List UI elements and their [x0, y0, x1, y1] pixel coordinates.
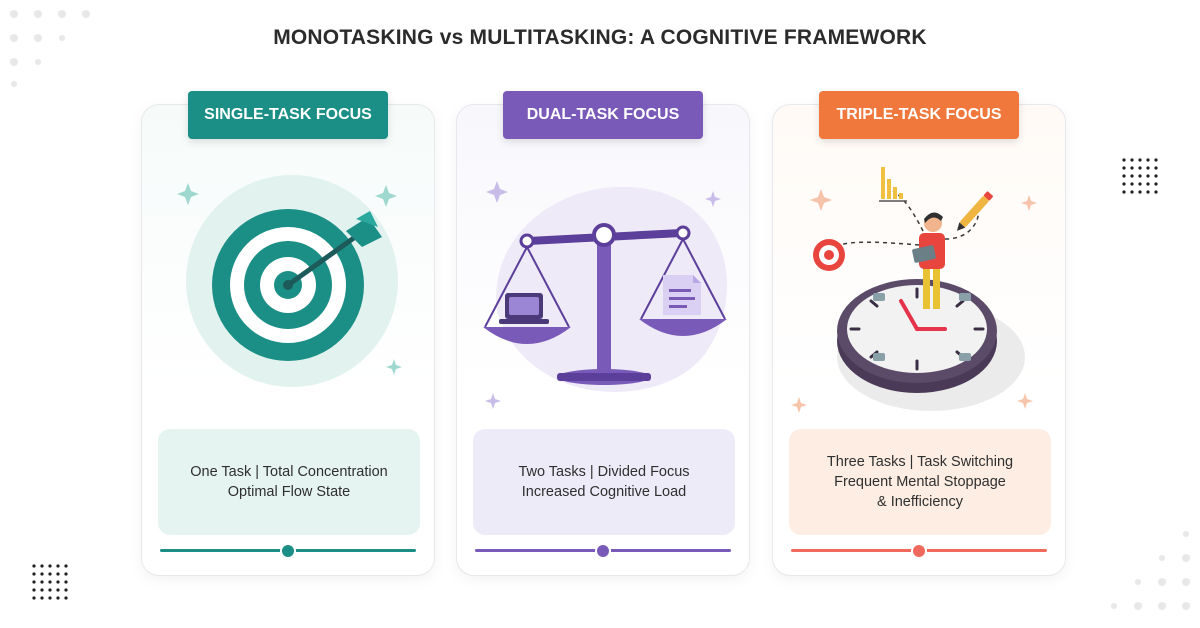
single-task-slider[interactable]	[160, 543, 416, 559]
dual-task-card: DUAL-TASK FOCUS Two Tasks | Divided Focu…	[456, 91, 750, 576]
clock-juggling-person-icon	[791, 167, 1037, 413]
single-task-description: One Task | Total Concentration Optimal F…	[158, 429, 420, 535]
page-title: MONOTASKING vs MULTITASKING: A COGNITIVE…	[273, 26, 927, 49]
desc-line: Frequent Mental Stoppage	[834, 474, 1006, 490]
balance-scale-icon	[483, 181, 727, 409]
triple-task-badge: TRIPLE-TASK FOCUS	[819, 91, 1019, 139]
target-dart-icon	[177, 175, 402, 387]
dot-pattern-top-right	[1122, 158, 1158, 194]
single-task-badge: SINGLE-TASK FOCUS	[188, 91, 388, 139]
dot-pattern-top-left	[10, 10, 90, 87]
desc-line: One Task | Total Concentration	[190, 464, 388, 480]
dual-task-slider[interactable]	[475, 543, 731, 559]
desc-line: & Inefficiency	[877, 494, 963, 510]
desc-line: Two Tasks | Divided Focus	[518, 464, 690, 480]
triple-task-description: Three Tasks | Task Switching Frequent Me…	[789, 429, 1051, 535]
slider-thumb[interactable]	[595, 543, 611, 559]
slider-thumb[interactable]	[911, 543, 927, 559]
dual-task-description: Two Tasks | Divided Focus Increased Cogn…	[473, 429, 735, 535]
desc-line: Three Tasks | Task Switching	[826, 454, 1014, 470]
slider-thumb[interactable]	[280, 543, 296, 559]
desc-line: Increased Cognitive Load	[521, 484, 687, 500]
triple-task-card: TRIPLE-TASK FOCUS	[772, 91, 1066, 576]
single-task-card: SINGLE-TASK FOCUS One Task | Total Conce…	[141, 91, 435, 576]
triple-task-slider[interactable]	[791, 543, 1047, 559]
desc-line: Optimal Flow State	[227, 484, 351, 500]
dot-pattern-bottom-left	[32, 564, 68, 600]
dot-pattern-bottom-right	[1111, 531, 1190, 610]
dual-task-badge: DUAL-TASK FOCUS	[503, 91, 703, 139]
